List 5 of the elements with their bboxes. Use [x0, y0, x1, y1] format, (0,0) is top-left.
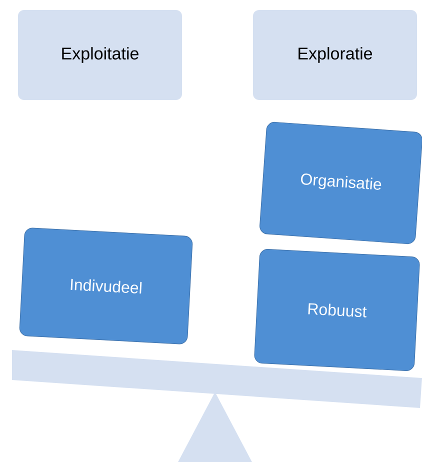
block-box: Organisatie [260, 122, 422, 244]
block-box: Robuust [254, 249, 420, 371]
label-box: Exploratie [253, 10, 417, 100]
label-box: Exploitatie [18, 10, 182, 100]
block-box: Indivudeel [19, 228, 193, 344]
